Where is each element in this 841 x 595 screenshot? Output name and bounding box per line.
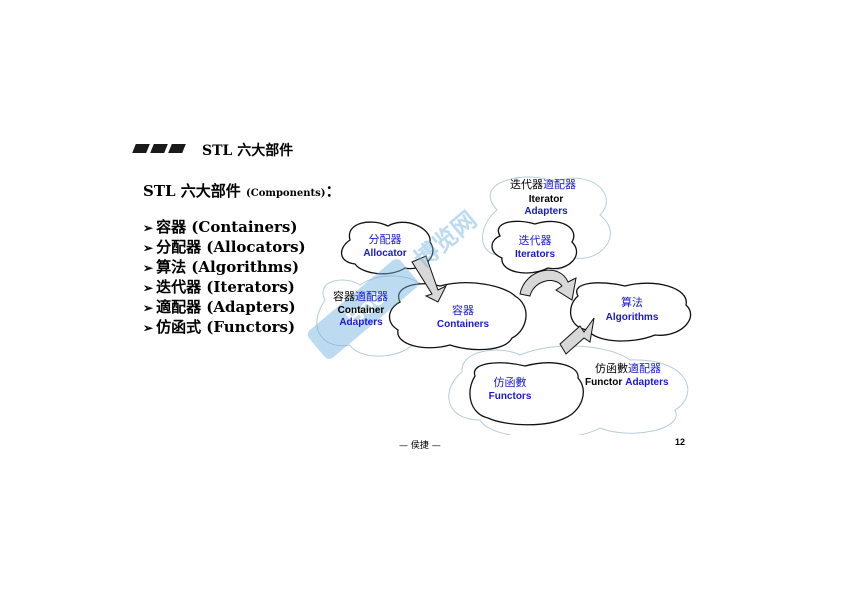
arrow-bullet-icon: ➢ xyxy=(143,321,154,335)
stl-components-diagram: Boo 博览网 迭代器適配器 Iterator Adapters 分配器 All… xyxy=(307,176,692,435)
arrow-bullet-icon: ➢ xyxy=(143,301,154,315)
functor-adapters-cn: 仿函數 xyxy=(595,362,628,375)
iterators-cn: 迭代器 xyxy=(519,234,552,247)
container-adapters-en-a: Container xyxy=(338,305,385,316)
functor-adapters-cloud xyxy=(448,345,689,435)
allocator-cn: 分配器 xyxy=(369,233,402,246)
functors-cloud xyxy=(469,362,584,426)
list-item: ➢迭代器 (Iterators) xyxy=(143,278,295,296)
functor-adapters-cn-blue: 適配器 xyxy=(628,361,661,375)
arrow-bullet-icon: ➢ xyxy=(143,221,154,235)
allocator-arrow-icon xyxy=(411,255,448,303)
iterator-adapters-cn: 迭代器 xyxy=(510,178,543,191)
header-bar-icon xyxy=(150,144,168,153)
containers-cn: 容器 xyxy=(452,303,474,317)
functors-en: Functors xyxy=(489,391,532,402)
subtitle-paren: (Components) xyxy=(246,188,326,199)
container-adapters-en-b: Adapters xyxy=(339,317,383,328)
containers-cloud xyxy=(388,282,527,351)
page-number: 12 xyxy=(675,437,686,447)
functor-adapters-en-b: Adapters xyxy=(625,377,669,388)
list-item: ➢仿函式 (Functors) xyxy=(143,318,296,336)
svg-text:迭代器適配器: 迭代器適配器 xyxy=(510,177,576,191)
iterator-adapters-cn-blue: 適配器 xyxy=(543,177,576,191)
list-item: ➢適配器 (Adapters) xyxy=(143,298,296,316)
header-bar-icon xyxy=(168,144,186,153)
containers-en: Containers xyxy=(437,319,490,330)
iterators-cloud xyxy=(491,220,578,274)
list-item: ➢容器 (Containers) xyxy=(143,218,298,236)
arrow-bullet-icon: ➢ xyxy=(143,261,154,275)
header-title: STL 六大部件 xyxy=(202,143,294,159)
iterator-adapters-en-a: Iterator xyxy=(529,194,564,205)
header-bar-icon xyxy=(132,144,150,153)
list-item: ➢分配器 (Allocators) xyxy=(143,238,306,256)
arrow-bullet-icon: ➢ xyxy=(143,281,154,295)
arrow-bullet-icon: ➢ xyxy=(143,241,154,255)
curved-arrow-icon xyxy=(519,269,577,301)
functors-cn: 仿函數 xyxy=(494,376,527,389)
algorithms-cn: 算法 xyxy=(621,295,643,309)
subtitle-colon: ： xyxy=(325,182,341,200)
iterators-en: Iterators xyxy=(515,249,555,260)
container-adapters-cn-blue: 適配器 xyxy=(355,289,388,303)
algorithms-en: Algorithms xyxy=(606,312,659,323)
footer-author: — 侯捷 — xyxy=(399,441,441,451)
svg-text:容器適配器: 容器適配器 xyxy=(333,289,388,303)
subtitle-main: STL 六大部件 xyxy=(143,182,246,200)
functor-arrow-icon xyxy=(559,317,595,355)
container-adapters-cn: 容器 xyxy=(333,289,355,303)
svg-text:仿函數適配器: 仿函數適配器 xyxy=(595,361,661,375)
allocator-en: Allocator xyxy=(363,248,406,259)
slide-subtitle: STL 六大部件 (Components)： xyxy=(143,180,341,201)
component-list: ➢容器 (Containers) ➢分配器 (Allocators) ➢算法 (… xyxy=(143,218,306,338)
list-item: ➢算法 (Algorithms) xyxy=(143,258,300,276)
functor-adapters-en-a: Functor xyxy=(585,377,622,388)
iterator-adapters-en-b: Adapters xyxy=(524,206,568,217)
